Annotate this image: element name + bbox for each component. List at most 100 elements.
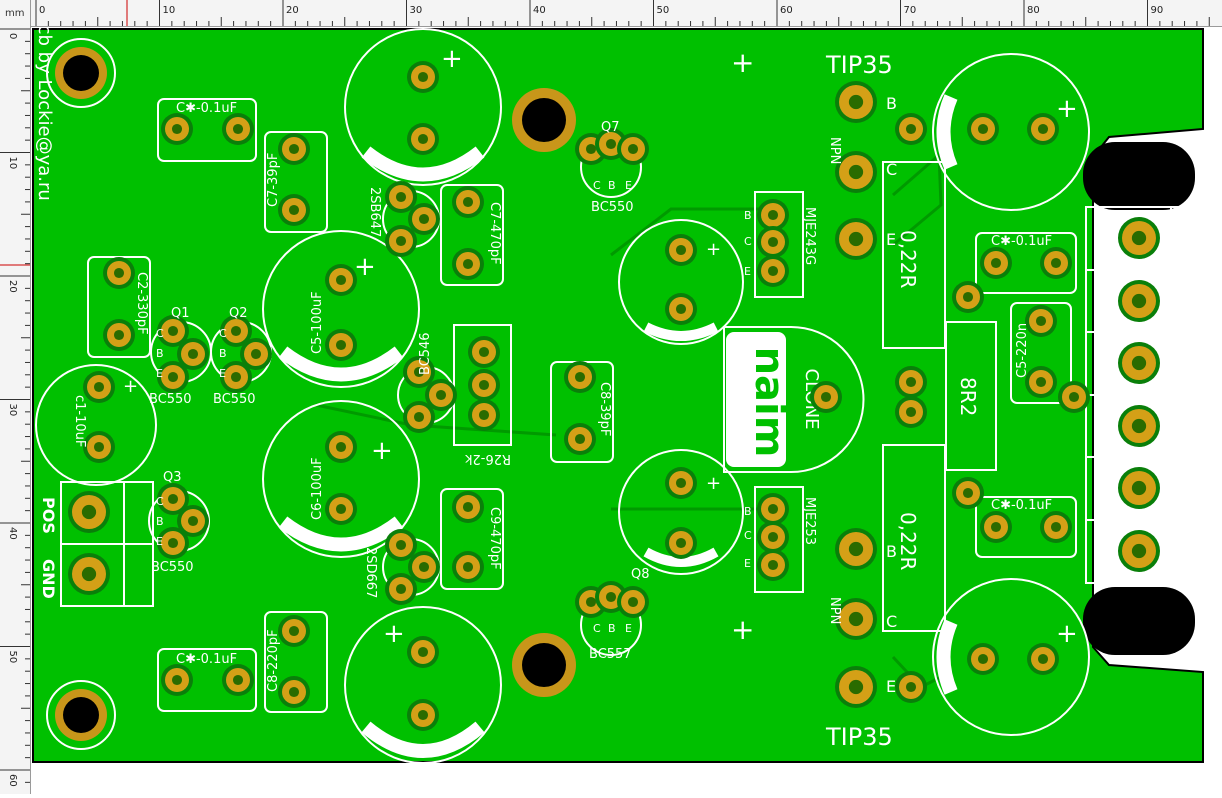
ruler-top-label: 90	[1151, 5, 1164, 16]
c-mid-top-plus: +	[706, 239, 721, 260]
svg-text:C: C	[593, 179, 601, 192]
ruler-left-label: 10	[7, 157, 18, 170]
cap-bottom-left-label: C✱-0.1uF	[176, 652, 237, 667]
c8b-label: C8-220pF	[266, 629, 281, 692]
pcb-canvas[interactable]: naim CLONE pcb by Lockie@ya.ru Q1 BC550 …	[31, 13, 1211, 767]
mje243g-label: MJE243G	[802, 207, 817, 265]
rz-label: 8R2	[956, 377, 980, 416]
naim-logo: naim CLONE	[723, 326, 865, 473]
svg-text:C: C	[886, 160, 897, 179]
author-text: pcb by Lockie@ya.ru	[34, 27, 55, 201]
svg-text:B: B	[608, 622, 616, 635]
ruler-left-scale: 0 10 20 30 40 50 60	[0, 28, 30, 787]
pads	[68, 61, 1160, 731]
ruler-left-label: 60	[7, 774, 18, 787]
ruler-corner: mm	[0, 0, 30, 26]
q1-type-label: BC550	[149, 392, 192, 407]
svg-text:C: C	[156, 327, 164, 340]
q7-label: Q7	[601, 120, 620, 135]
ruler-left-label: 30	[7, 404, 18, 417]
svg-text:C: C	[156, 495, 164, 508]
board-outline	[32, 28, 1204, 763]
svg-text:B: B	[886, 94, 897, 113]
electrolytic-caps	[35, 28, 1090, 764]
c-top-plus: +	[441, 44, 463, 74]
ruler-left-label: 0	[7, 33, 18, 39]
ruler-unit-label: mm	[5, 8, 25, 19]
right-conn-out-label: OUT	[1175, 410, 1194, 448]
logo-brand: naim	[746, 347, 792, 458]
svg-text:E: E	[625, 622, 632, 635]
mje253-label: MJE253	[802, 497, 817, 545]
ruler-top-label: 20	[286, 5, 299, 16]
2sb647-label: 2SB647	[367, 187, 382, 237]
svg-text:E: E	[219, 367, 226, 380]
c7-label: C7-39pF	[266, 153, 281, 207]
c8-label: C8-39pF	[597, 382, 612, 436]
svg-text:B: B	[219, 347, 227, 360]
svg-text:E: E	[744, 557, 751, 570]
c5n-label: C5-220n	[1015, 323, 1030, 378]
ruler-top-label: 40	[533, 5, 546, 16]
svg-text:E: E	[156, 367, 163, 380]
ruler-top-label: 80	[1027, 5, 1040, 16]
left-conn-pos-label: POS	[39, 497, 58, 534]
q1-label: Q1	[171, 306, 190, 321]
ruler-top-label: 50	[657, 5, 670, 16]
ruler-top-label: 10	[163, 5, 176, 16]
right-conn-gnd1-label: GND	[1175, 285, 1194, 325]
svg-text:B: B	[744, 209, 752, 222]
npn-top-label: NPN	[827, 137, 842, 164]
svg-text:B: B	[744, 505, 752, 518]
cap-right-bottom-label: C✱-0.1uF	[991, 498, 1052, 513]
q8-label: Q8	[631, 567, 650, 582]
c6-plus: +	[371, 436, 393, 466]
tip35-bottom-label: TIP35	[825, 723, 893, 751]
q7-type-label: BC550	[591, 200, 634, 215]
pcb-board[interactable]: naim CLONE pcb by Lockie@ya.ru Q1 BC550 …	[31, 13, 1211, 771]
c2-label: C2-330pF	[134, 272, 149, 335]
trim-label: R26-2k	[464, 451, 511, 466]
svg-text:C: C	[886, 612, 897, 631]
c9-label: C9-470pF	[487, 507, 502, 570]
plus-marker-top: +	[731, 46, 754, 79]
c7b-label: C7-470pF	[487, 202, 502, 265]
ruler-top-label: 30	[410, 5, 423, 16]
c-right-top-plus: +	[1056, 94, 1078, 124]
ruler-left: 0 10 20 30 40 50 60	[0, 0, 31, 794]
cap-top-left-label: C✱-0.1uF	[176, 101, 237, 116]
mounting-holes	[46, 38, 576, 750]
plus-marker-bottom: +	[731, 613, 754, 646]
svg-text:E: E	[886, 230, 896, 249]
svg-text:B: B	[608, 179, 616, 192]
svg-text:C: C	[744, 235, 752, 248]
re-bottom-label: 0,22R	[896, 512, 920, 571]
cap-right-top-label: C✱-0.1uF	[991, 234, 1052, 249]
right-conn-pos-label: POS	[1175, 223, 1194, 260]
q8-type-label: BC557	[589, 647, 632, 662]
q2-label: Q2	[229, 306, 248, 321]
svg-text:C: C	[219, 327, 227, 340]
c6-label: C6-100uF	[310, 457, 325, 520]
left-conn-gnd-label: GND	[39, 559, 58, 599]
ruler-left-label: 20	[7, 280, 18, 293]
npn-bottom-label: NPN	[827, 597, 842, 624]
ruler-left-label: 40	[7, 527, 18, 540]
ruler-top-label: 60	[780, 5, 793, 16]
q2-type-label: BC550	[213, 392, 256, 407]
c-bottom-plus: +	[383, 619, 405, 649]
c5-label: C5-100uF	[310, 291, 325, 354]
bc546-label: BC546	[418, 332, 433, 375]
tip35-top-label: TIP35	[825, 51, 893, 79]
ruler-left-label: 50	[7, 651, 18, 664]
re-top-label: 0,22R	[896, 230, 920, 289]
right-conn-gnd3-label: GND	[1175, 473, 1194, 513]
svg-text:E: E	[156, 535, 163, 548]
svg-text:C: C	[593, 622, 601, 635]
silk-labels: pcb by Lockie@ya.ru Q1 BC550 Q2 BC550 Q3…	[34, 13, 1194, 751]
heatsink-clips	[1083, 142, 1195, 655]
c-mid-bottom-plus: +	[706, 473, 721, 494]
svg-text:E: E	[625, 179, 632, 192]
